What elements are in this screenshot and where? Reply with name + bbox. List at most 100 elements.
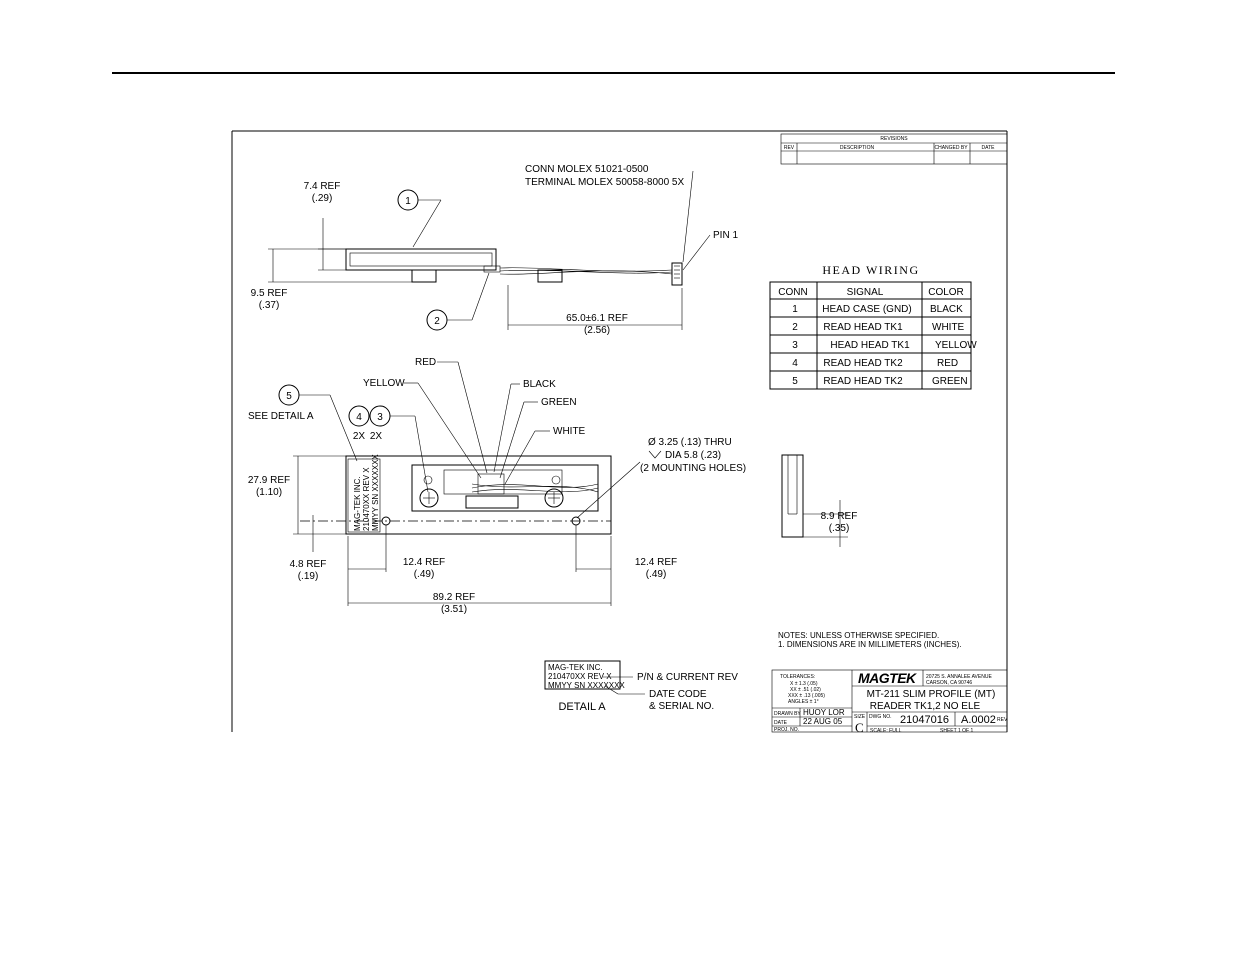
dwg-no: 21047016 [900,714,949,726]
dim-4-8-ref-inches: (.19) [298,571,319,582]
wiring-row-3-signal: HEAD HEAD TK1 [830,340,910,351]
svg-text:3: 3 [377,412,383,423]
wire-yellow: YELLOW [363,378,405,389]
wiring-row-5-signal: READ HEAD TK2 [823,376,903,387]
connector-leader [682,170,694,263]
balloon-4: 4 [348,405,370,427]
svg-text:2: 2 [434,316,440,327]
tolerance-x: X ± 1.3 (.05) [790,681,818,687]
detail-a: MAG-TEK INC. 210470XX REV X MMYY SN XXXX… [544,660,738,713]
revisions-col-description: DESCRIPTION [840,145,875,151]
wiring-col-conn: CONN [778,287,807,298]
dim-65-ref-inches: (2.56) [584,325,610,336]
dim-65-ref: 65.0±6.1 REF [566,313,628,324]
sheet-label: SHEET 1 OF 1 [940,728,973,734]
tolerance-xxx: XXX ± .13 (.005) [788,693,825,699]
dim-9-5-ref: 9.5 REF [251,288,288,299]
wiring-row-3-conn: 3 [792,340,798,351]
qty-balloon-3: 2X [370,431,383,442]
wiring-row-4-signal: READ HEAD TK2 [823,358,903,369]
dim-7-4-ref: 7.4 REF [304,181,341,192]
drawing-title-line1: MT-211 SLIM PROFILE (MT) [867,689,996,700]
svg-text:1: 1 [405,196,411,207]
wire-red: RED [415,357,436,368]
company-address-line2: CARSON, CA 90746 [926,680,972,686]
wiring-row-1-conn: 1 [792,304,798,315]
connector-spec-line2: TERMINAL MOLEX 50058-8000 5X [525,177,684,188]
wiring-row-1-color: BLACK [930,304,963,315]
svg-text:5: 5 [286,391,292,402]
detail-a-title: DETAIL A [558,701,606,713]
label-line3: MMYY SN XXXXXXX [371,454,380,531]
dim-9-5-ref-inches: (.37) [259,300,280,311]
drawn-by-label: DRAWN BY [774,711,801,717]
wire-black: BLACK [523,379,556,390]
scale-label: SCALE: FULL [870,728,902,734]
wiring-row-2-signal: READ HEAD TK1 [823,322,903,333]
dim-8-9-ref: 8.9 REF [821,511,858,522]
revisions-col-date: DATE [982,145,996,151]
magtek-logo: MAGTEK [858,670,917,686]
notes-line2: 1. DIMENSIONS ARE IN MILLIMETERS (INCHES… [778,640,962,649]
dim-8-9-ref-inches: (.35) [829,523,850,534]
drawing-frame [231,130,1008,732]
revisions-title: REVISIONS [880,136,908,142]
dim-7-4-ref-inches: (.29) [312,193,333,204]
balloon-1: 1 [397,189,442,248]
tolerances-title: TOLERANCES: [780,674,815,680]
drawing-size: C [855,720,864,735]
dim-89-2-ref: 89.2 REF [433,592,475,603]
dim-89-2-ref-inches: (3.51) [441,604,467,615]
wire-white: WHITE [553,426,586,437]
pin1-label: PIN 1 [713,230,738,241]
dim-4-8-ref: 4.8 REF [290,559,327,570]
front-view: MAG-TEK INC. 210470XX REV X MMYY SN XXXX… [300,454,612,535]
dim-12-4-ref-left-inches: (.49) [414,569,435,580]
mounting-hole-line2: DIA 5.8 (.23) [665,450,721,461]
wiring-row-3-color: YELLOW [935,340,977,351]
tolerance-xx: XX ± .51 (.02) [790,687,821,693]
pin1-leader [682,234,711,271]
mounting-hole-line1: Ø 3.25 (.13) THRU [648,437,732,448]
detail-callout-pn: P/N & CURRENT REV [637,672,738,683]
label-line1: MAG-TEK INC. [353,476,362,531]
drawing-rev: A.0002 [961,714,996,726]
size-label: SIZE [854,714,866,720]
dwg-no-label: DWG NO. [869,714,892,720]
company-address-line1: 20725 S. ANNALEE AVENUE [926,674,992,680]
balloon-5: 5 [278,384,358,462]
detail-label-line2: 210470XX REV X [548,672,612,681]
wire-green: GREEN [541,397,577,408]
rev-label: REV [997,717,1008,723]
detail-label-line3: MMYY SN XXXXXXX [548,681,625,690]
wiring-col-color: COLOR [928,287,964,298]
side-view [345,248,683,286]
revisions-block: REVISIONS REV DESCRIPTION CHANGED BY DAT… [780,133,1008,165]
see-detail-a: SEE DETAIL A [248,411,314,422]
dim-27-9-ref-inches: (1.10) [256,487,282,498]
qty-balloon-4: 2X [353,431,366,442]
wiring-row-2-color: WHITE [932,322,965,333]
detail-callout-serial: & SERIAL NO. [649,701,714,712]
label-line2: 210470XX REV X [362,467,371,531]
detail-callout-date: DATE CODE [649,689,707,700]
dim-27-9-ref: 27.9 REF [248,475,290,486]
notes-line1: NOTES: UNLESS OTHERWISE SPECIFIED. [778,631,939,640]
head-wiring-title: HEAD WIRING [822,263,919,277]
tolerance-angles: ANGLES ± 1° [788,699,819,705]
dim-12-4-ref-right-inches: (.49) [646,569,667,580]
wiring-row-5-conn: 5 [792,376,798,387]
wiring-col-signal: SIGNAL [847,287,884,298]
wiring-row-4-color: RED [937,358,958,369]
mounting-hole-line3: (2 MOUNTING HOLES) [640,463,746,474]
wiring-row-4-conn: 4 [792,358,798,369]
head-wiring-table: HEAD WIRING CONN SIGNAL COLOR 1 HEAD CAS… [769,263,977,390]
wiring-row-5-color: GREEN [932,376,968,387]
drawing-date: 22 AUG 05 [803,717,843,726]
date-label: DATE [774,720,788,726]
dim-12-4-ref-right: 12.4 REF [635,557,677,568]
revisions-col-changed-by: CHANGED BY [934,145,968,151]
wiring-row-2-conn: 2 [792,322,798,333]
revisions-col-rev: REV [784,145,795,151]
